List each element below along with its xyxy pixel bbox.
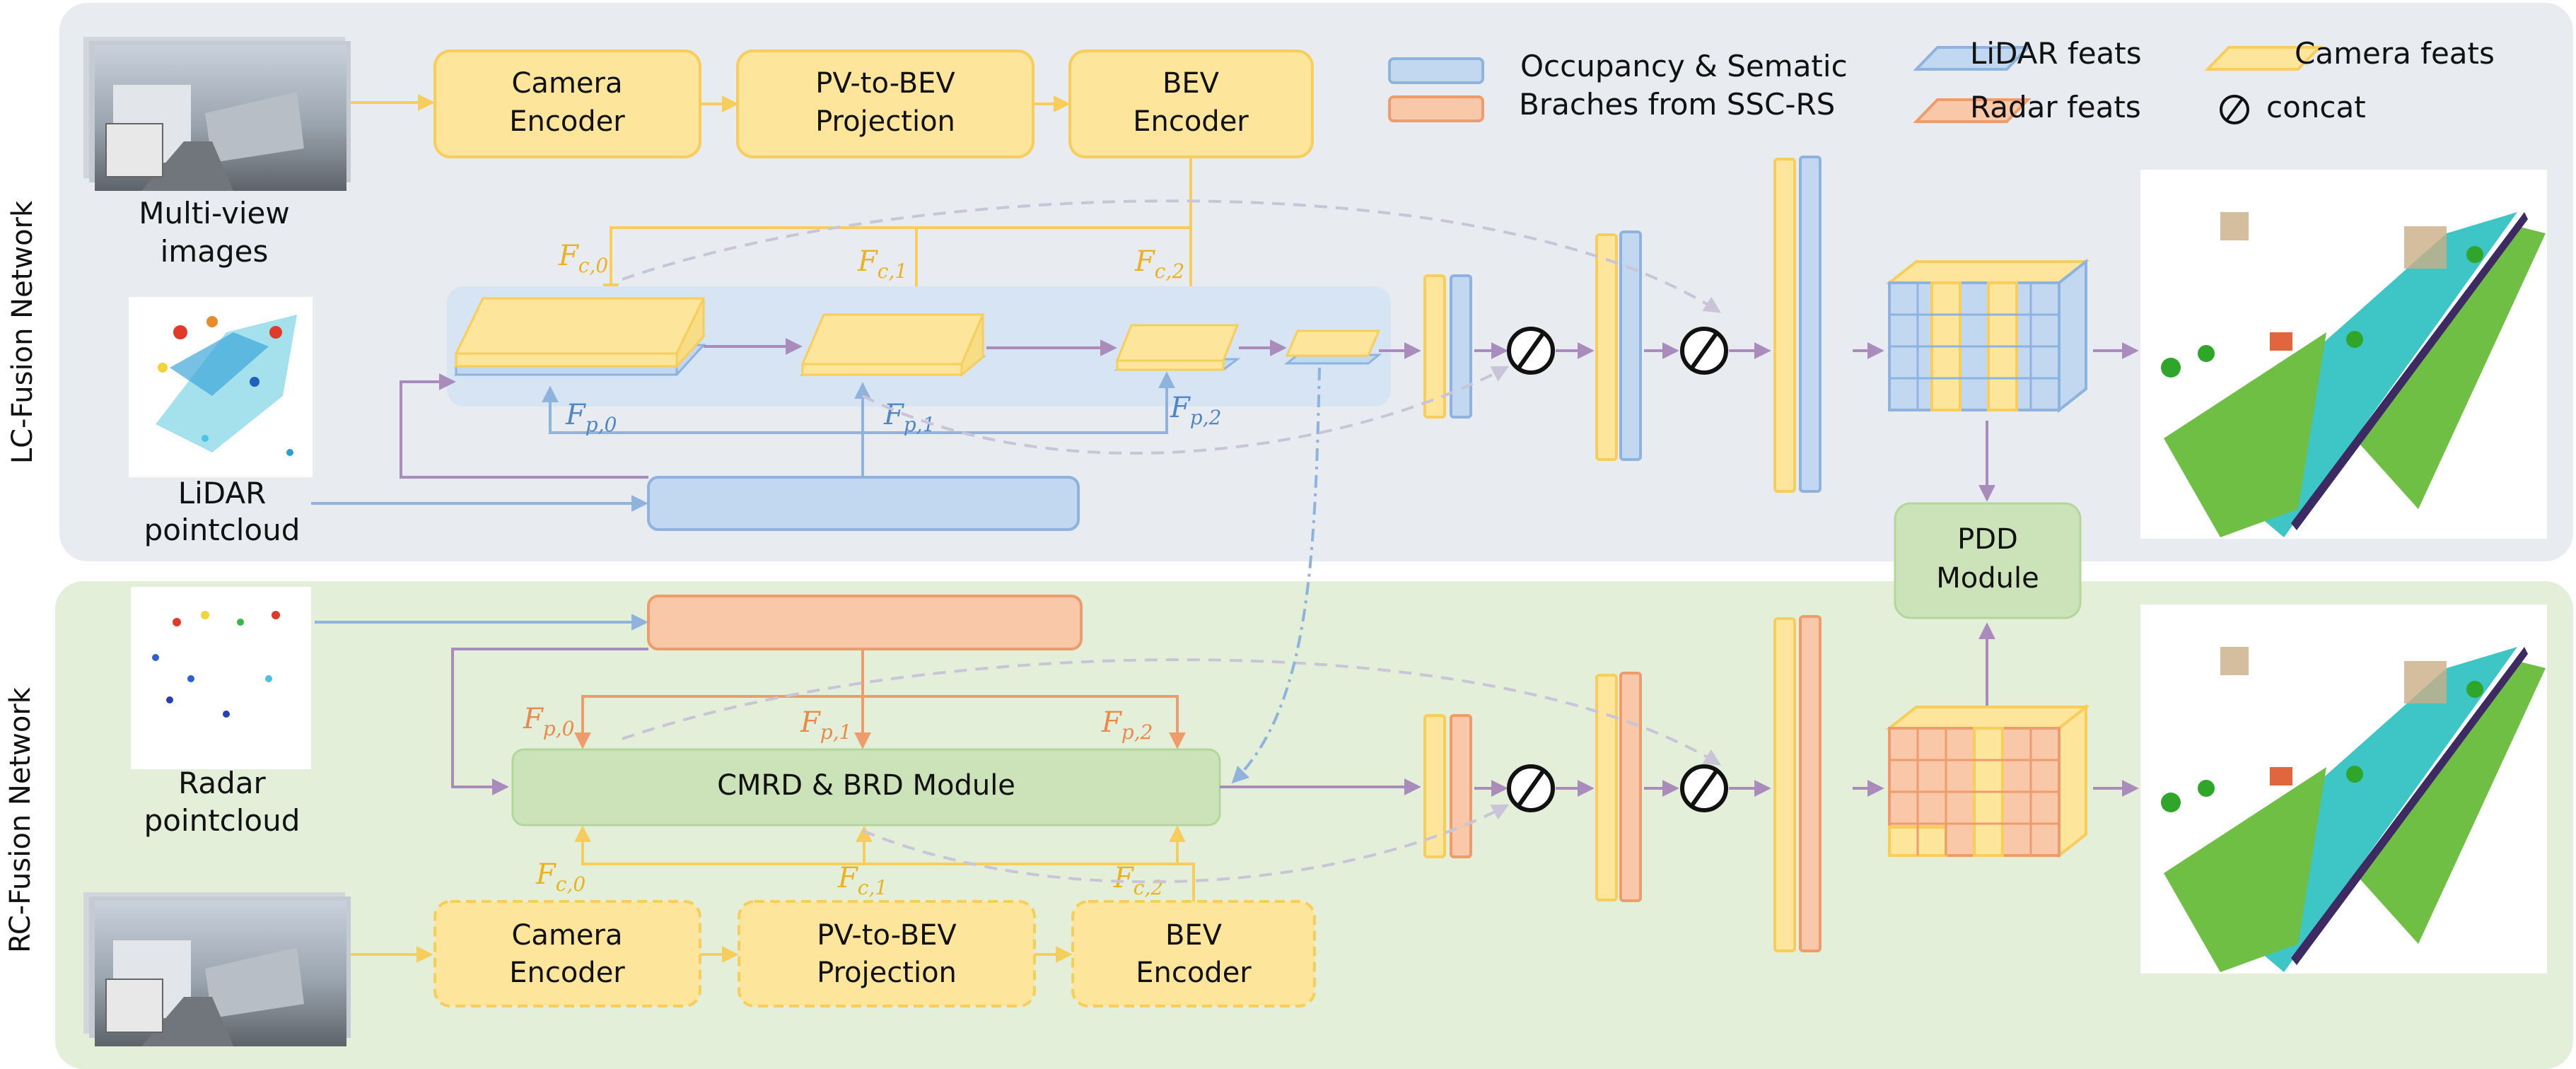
lc-feature-plate-1 — [799, 313, 986, 378]
rc-fc-connections — [574, 825, 1195, 901]
svg-text:Fc,1: Fc,1 — [837, 862, 887, 899]
legend: Occupancy & Sematic Braches from SSC-RS … — [1388, 36, 2495, 124]
lc-concat-stage-2 — [1595, 230, 1642, 461]
lc-fp2-label: Fp,2 — [1170, 392, 1221, 429]
distillation-curves — [622, 199, 1722, 884]
lc-fp0-label: Fp,0 — [565, 399, 617, 436]
rc-bev-encoder-line2: Encoder — [1136, 957, 1252, 989]
svg-text:Fc,0: Fc,0 — [558, 240, 608, 277]
radar-label-line1: Radar — [178, 766, 266, 800]
rc-pv2bev-box — [738, 900, 1036, 1007]
lc-feature-plate-2 — [1114, 324, 1241, 371]
rc-fc0-label: Fc,0 — [535, 858, 585, 896]
lc-lidar-encoder-box — [647, 476, 1080, 531]
arrow-radar-encoder-to-cmrd — [451, 648, 648, 795]
svg-text:Fp,2: Fp,2 — [1101, 706, 1153, 744]
rc-camera-encoder-box — [433, 900, 701, 1007]
svg-text:Fp,2: Fp,2 — [1170, 392, 1221, 429]
radar-label-line2: pointcloud — [144, 803, 301, 838]
lidar-label-line1: LiDAR — [178, 476, 267, 510]
lc-pyramid-flow-arrows — [400, 338, 1421, 479]
lc-bev-encoder-line1: BEV — [1162, 67, 1220, 100]
rc-pv2bev-line1: PV-to-BEV — [817, 919, 957, 952]
lc-concat-stage-1 — [1423, 274, 1472, 419]
svg-text:Fc,1: Fc,1 — [857, 245, 907, 283]
rc-section-title: RC-Fusion Network — [4, 687, 37, 953]
rc-multiview-images — [83, 892, 351, 1046]
lc-to-cmrd-dashdot-arrow — [1231, 367, 1321, 784]
lc-concat-icon-2 — [1680, 327, 1728, 375]
rc-fp0-label: Fp,0 — [523, 703, 574, 740]
lc-fc1-label: Fc,1 — [857, 245, 907, 283]
svg-text:Fc,2: Fc,2 — [1134, 245, 1184, 283]
lc-result-image — [2140, 170, 2547, 539]
lidar-pointcloud-image — [129, 297, 313, 477]
multiview-label-line1: Multi-view — [139, 196, 289, 230]
lidar-label-line2: pointcloud — [144, 513, 301, 547]
rc-fc1-label: Fc,1 — [837, 862, 887, 899]
rc-bev-encoder-box — [1071, 900, 1316, 1007]
svg-text:Fp,0: Fp,0 — [565, 399, 617, 436]
rc-fp1-label: Fp,1 — [800, 706, 851, 744]
legend-camera-label: Camera feats — [2295, 36, 2495, 71]
legend-occupancy-label-line1: Occupancy & Sematic — [1520, 49, 1848, 83]
rc-fp-connections — [574, 649, 1186, 749]
legend-lidar-swatch — [1913, 46, 2032, 71]
rc-concat-icon-1 — [1507, 764, 1555, 812]
rc-result-image — [2140, 604, 2547, 974]
svg-text:Fp,1: Fp,1 — [800, 706, 851, 744]
rc-bev-encoder-line1: BEV — [1165, 919, 1223, 952]
multiview-label-line2: images — [161, 234, 269, 269]
legend-concat-label: concat — [2266, 90, 2366, 124]
pdd-module-box — [1894, 502, 2082, 619]
rc-concat-stage-1 — [1423, 714, 1472, 858]
rc-concat-stage-2 — [1595, 672, 1642, 902]
lc-pv2bev-line1: PV-to-BEV — [815, 67, 955, 100]
lc-camera-encoder-line2: Encoder — [509, 105, 625, 138]
lc-concat-stage-3 — [1773, 156, 1822, 493]
lc-fc0-label: Fc,0 — [558, 240, 608, 277]
pdd-module-line1: PDD — [1957, 523, 2018, 556]
lc-fc2-label: Fc,2 — [1134, 245, 1184, 283]
radar-pointcloud-image — [131, 587, 311, 769]
legend-radar-label: Radar feats — [1970, 90, 2141, 124]
lc-pv2bev-line2: Projection — [815, 105, 955, 138]
pdd-module-line2: Module — [1936, 562, 2039, 595]
lc-feature-plate-0 — [453, 297, 706, 376]
rc-fp2-label: Fp,2 — [1101, 706, 1153, 744]
legend-camera-swatch — [2204, 46, 2323, 71]
cmrd-brd-module-label: CMRD & BRD Module — [717, 769, 1015, 802]
lc-feature-plate-3 — [1283, 329, 1382, 365]
rc-concat-icon-2 — [1680, 764, 1728, 812]
legend-lidar-label: LiDAR feats — [1970, 36, 2142, 71]
lc-section-title: LC-Fusion Network — [6, 200, 39, 464]
lc-camera-encoder-line1: Camera — [512, 67, 623, 100]
rc-concat-stage-3 — [1773, 615, 1822, 952]
rc-camera-encoder-line1: Camera — [512, 919, 623, 952]
rc-camera-encoder-line2: Encoder — [509, 957, 625, 989]
legend-radar-swatch — [1913, 98, 2032, 123]
legend-occupancy-orange-swatch — [1388, 95, 1484, 122]
svg-text:Fc,2: Fc,2 — [1113, 862, 1163, 899]
rc-fc2-label: Fc,2 — [1113, 862, 1163, 899]
multiview-images — [83, 37, 351, 191]
lc-bev-encoder-line2: Encoder — [1133, 105, 1249, 138]
svg-text:Fp,0: Fp,0 — [523, 703, 574, 740]
legend-occupancy-blue-swatch — [1388, 57, 1484, 84]
concat-icon — [2220, 95, 2249, 124]
rc-pv2bev-line2: Projection — [817, 957, 957, 989]
rc-occupancy-cube — [1885, 703, 2090, 859]
legend-occupancy-label-line2: Braches from SSC-RS — [1519, 87, 1835, 122]
lc-occupancy-cube — [1885, 258, 2090, 414]
rc-radar-encoder-box — [647, 595, 1083, 650]
svg-text:Fc,0: Fc,0 — [535, 858, 585, 896]
lc-concat-icon-1 — [1507, 327, 1555, 375]
